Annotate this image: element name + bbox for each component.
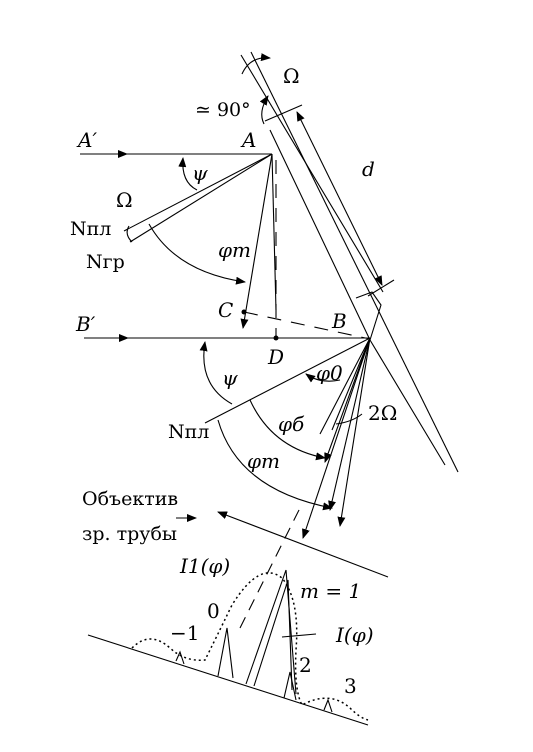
d-extension-top	[264, 104, 303, 122]
grating-step	[355, 291, 382, 341]
ray-A-down	[271, 153, 277, 311]
omega-arc-left	[126, 225, 133, 243]
two-omega-arc	[335, 413, 363, 425]
label-point-A: A	[240, 128, 256, 152]
peak-order-1-inner	[253, 579, 293, 691]
phi-m-arc-bottom	[217, 419, 333, 511]
psi-arc-bottom	[199, 341, 233, 405]
label-angle-90: ≃ 90°	[195, 99, 251, 121]
label-phi-0: φ0	[316, 361, 343, 385]
intensity-baseline	[87, 634, 369, 726]
ray-B-4	[302, 337, 371, 539]
label-point-C: C	[218, 298, 233, 322]
label-objective-1: Объектив	[82, 488, 178, 510]
label-phi-b: φб	[278, 412, 305, 436]
peak-order-0	[217, 627, 234, 679]
label-psi-bottom: ψ	[222, 366, 238, 390]
omega-rotation-arrow	[241, 53, 271, 75]
point-D-dot	[273, 335, 279, 341]
label-distance-d: d	[362, 157, 375, 181]
phi-b-arc	[249, 399, 326, 461]
label-normal-pl-bottom: Nпл	[168, 421, 209, 443]
I-pointer	[281, 633, 317, 638]
grating-face	[269, 129, 371, 341]
right-angle-arc	[259, 95, 269, 125]
peak-order-2	[283, 671, 297, 701]
point-C-dot	[241, 309, 247, 315]
label-two-omega: 2Ω	[368, 401, 397, 425]
d-extension-bottom	[367, 279, 395, 297]
label-point-B: B	[331, 309, 347, 333]
phi0-arc	[305, 373, 341, 383]
grating-edge-right	[250, 51, 459, 473]
label-normal-pl-top: Nпл	[70, 218, 111, 240]
ray-A-to-C	[240, 153, 273, 329]
label-point-B-prime: B′	[75, 312, 96, 336]
ray-B-phi-b	[331, 337, 371, 431]
label-order-2: 2	[299, 653, 312, 677]
d-dimension-line	[296, 111, 383, 286]
dashed-zero-order	[239, 507, 301, 629]
ray-B-3	[337, 337, 371, 527]
peak-order-1	[245, 569, 297, 695]
ray-B-phi0	[319, 337, 371, 435]
psi-arc-top	[178, 157, 198, 191]
dashed-C-B	[243, 311, 371, 340]
label-intensity: I(φ)	[335, 623, 374, 647]
ray-B-2	[328, 337, 371, 511]
label-order-minus1: −1	[170, 621, 199, 645]
normal-pl-top-line	[123, 153, 273, 232]
label-objective-2: зр. трубы	[82, 523, 177, 545]
phi-m-arc-top	[148, 223, 246, 285]
label-intensity-1: I1(φ)	[179, 554, 230, 578]
normal-gr-line	[129, 153, 273, 243]
peak-order-3	[323, 698, 333, 713]
envelope-I1	[131, 572, 369, 721]
label-order-0: 0	[207, 599, 220, 623]
normal-pl-bottom-line	[204, 337, 371, 424]
label-phi-m-bottom: φm	[247, 449, 280, 473]
label-normal-gr: Nгр	[86, 251, 125, 273]
peak-order-minus1	[175, 650, 185, 665]
label-omega-top: Ω	[283, 64, 300, 88]
label-phi-m-top: φm	[218, 238, 251, 262]
label-omega-left: Ω	[116, 188, 133, 212]
label-order-m1: m = 1	[300, 579, 361, 603]
objective-axis	[217, 511, 389, 578]
label-psi-top: ψ	[192, 161, 208, 185]
grating-face-lower	[369, 339, 446, 466]
label-point-D: D	[267, 345, 284, 369]
label-point-A-prime: A′	[76, 128, 97, 152]
label-order-3: 3	[344, 674, 357, 698]
